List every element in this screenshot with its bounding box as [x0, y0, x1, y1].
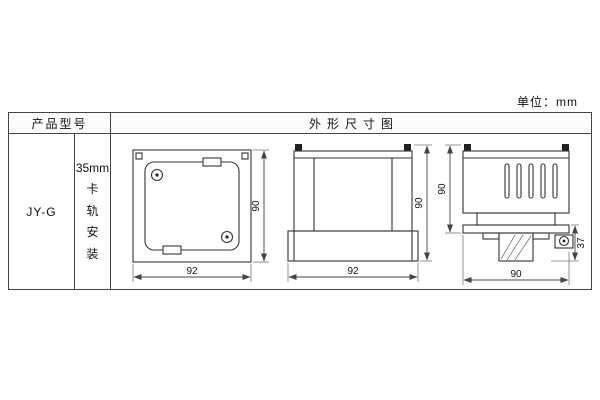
side-width-dim: 92	[347, 266, 359, 277]
rail-clip-screw	[554, 234, 574, 249]
rail-view	[462, 144, 574, 262]
header-product-model: 产品型号	[9, 113, 111, 134]
mounting-type-vertical-label: 卡 轨 安 装	[86, 182, 99, 261]
header-outline-diagram: 外形尺寸图	[111, 113, 591, 134]
rail-depth-dim: 37	[576, 237, 587, 249]
drawing-area: 92 90 92	[111, 134, 591, 289]
side-height-dim: 90	[414, 197, 425, 209]
front-view	[132, 149, 252, 263]
unit-label: 单位：mm	[517, 95, 578, 109]
rail-view-dimensions: 90 90 37	[437, 144, 587, 285]
din-rail-profile	[482, 232, 550, 262]
rail-width-dim: 90	[510, 269, 522, 280]
front-width-dim: 92	[186, 266, 198, 277]
rail-height-dim: 90	[437, 183, 448, 195]
model-cell: JY-G	[9, 134, 75, 289]
outline-drawing: 92 90 92	[132, 144, 587, 285]
mounting-cell: 35mm 卡 轨 安 装	[75, 134, 111, 289]
front-height-dim: 90	[251, 200, 262, 212]
mounting-size-label: 35mm	[75, 160, 110, 175]
side-view	[287, 144, 419, 262]
side-view-dimensions: 92 90	[287, 144, 432, 282]
dimension-table: 产品型号 外形尺寸图 JY-G 35mm 卡 轨 安 装	[8, 112, 592, 290]
front-view-dimensions: 92 90	[132, 149, 269, 282]
